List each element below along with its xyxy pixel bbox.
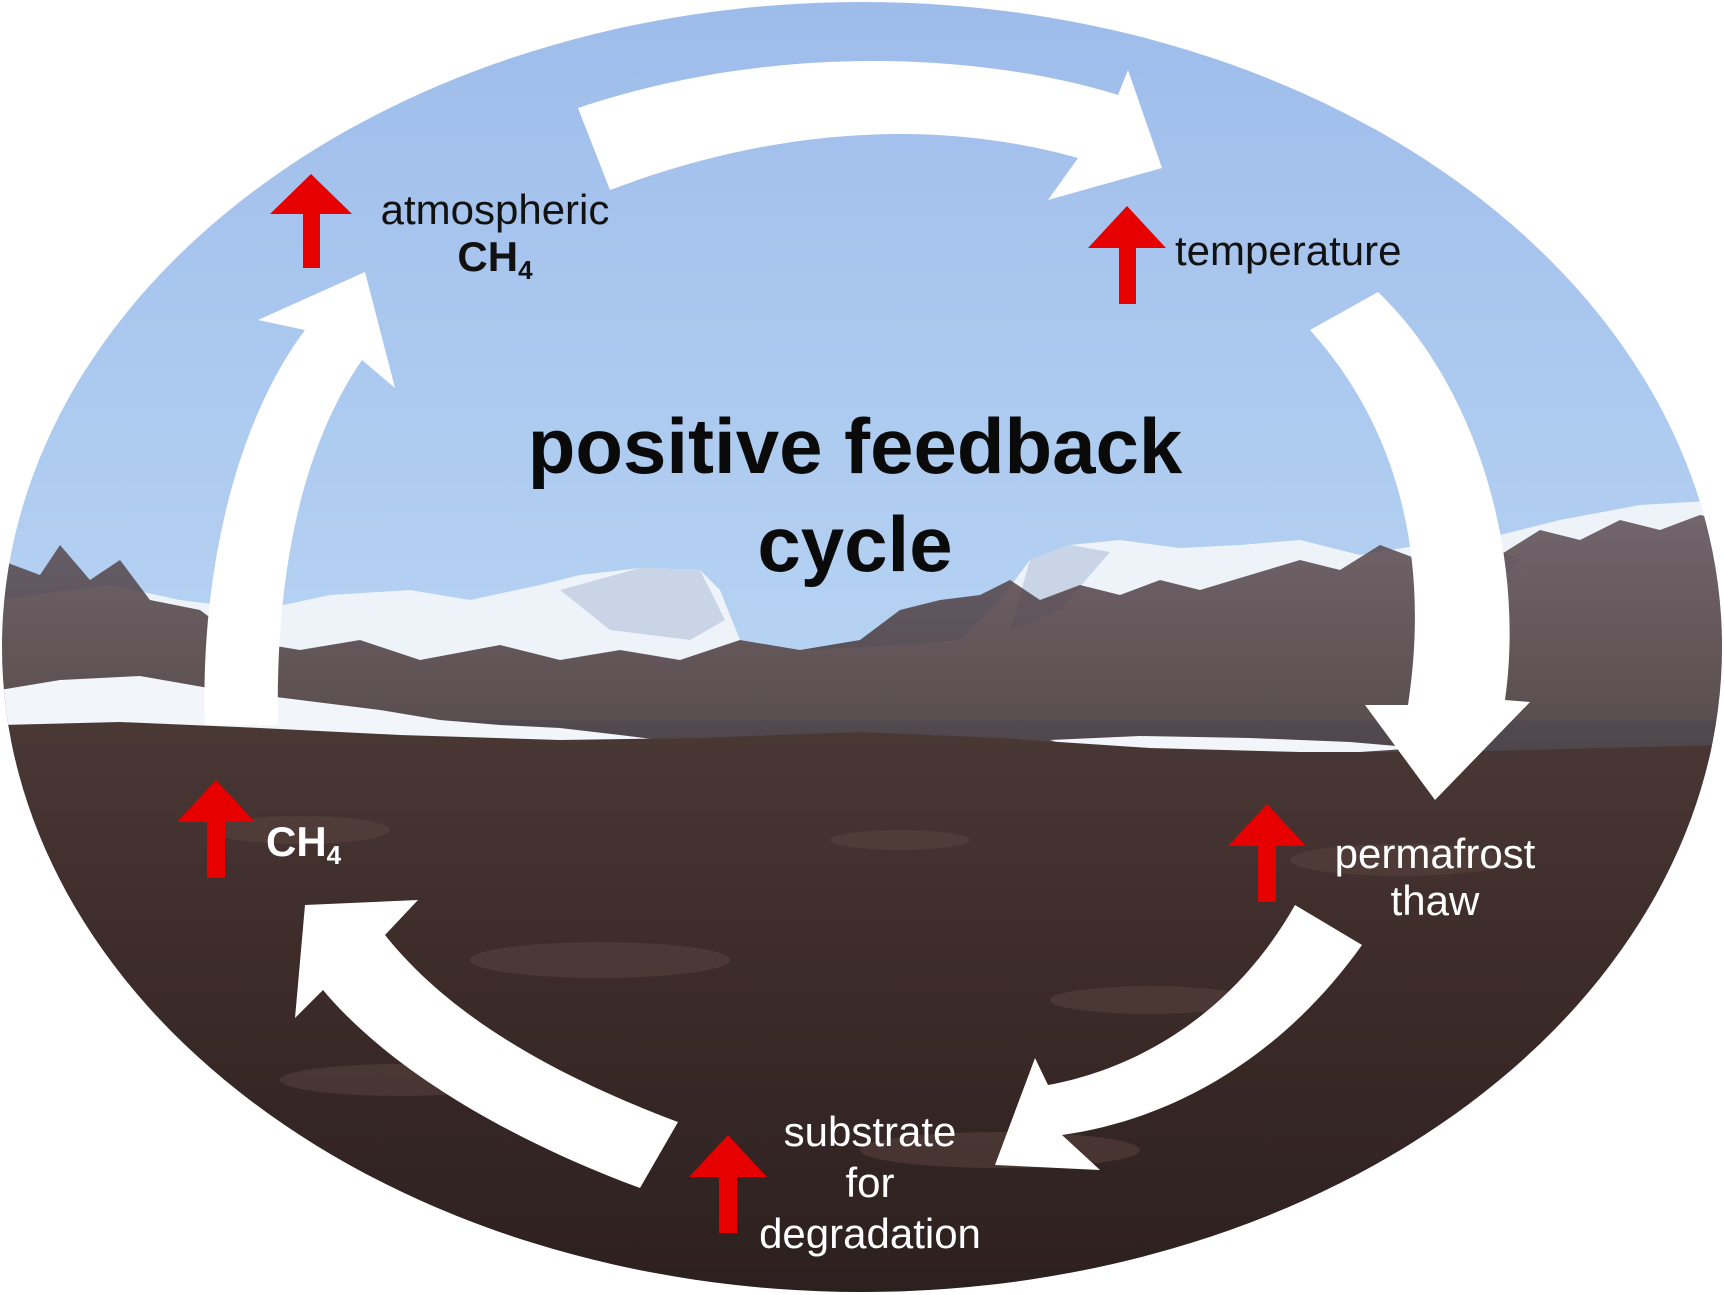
node-permafrost-thaw: permafrost thaw	[1310, 830, 1560, 924]
curved-arrow-icon	[295, 900, 678, 1188]
up-arrow-icon	[1228, 804, 1306, 902]
ground-texture	[210, 816, 1510, 1168]
diagram-title: positive feedback cycle	[400, 398, 1310, 593]
formula-subscript: 4	[326, 839, 342, 870]
formula-ch: CH	[266, 818, 327, 865]
title-line-1: positive feedback	[527, 402, 1183, 490]
mountain-shadows	[560, 540, 1520, 640]
node-ch4: CH4	[266, 818, 341, 869]
up-arrow-icon	[689, 1135, 767, 1233]
cycle-arrows	[204, 60, 1530, 1188]
node-atmospheric-label: atmospheric	[380, 186, 610, 233]
up-arrow-icon	[177, 780, 255, 878]
node-atmospheric-formula: CH4	[355, 233, 635, 284]
tree-line	[2, 515, 1722, 760]
tundra-ground	[2, 722, 1722, 1292]
formula-subscript: 4	[518, 254, 533, 285]
up-arrow-icon	[270, 174, 352, 268]
curved-arrow-icon	[204, 272, 395, 725]
node-temperature: temperature	[1175, 227, 1401, 274]
formula-ch: CH	[457, 233, 519, 281]
node-temperature-label: temperature	[1175, 227, 1402, 274]
node-substrate: substrate for degradation	[720, 1106, 1020, 1260]
node-permafrost-line-2: thaw	[1390, 877, 1480, 925]
up-arrow-icon	[1088, 206, 1166, 304]
node-permafrost-line-1: permafrost	[1334, 830, 1536, 877]
title-line-2: cycle	[757, 499, 953, 588]
increase-arrows	[177, 174, 1306, 1233]
node-substrate-line-3: degradation	[759, 1210, 981, 1258]
curved-arrow-icon	[578, 60, 1162, 200]
curved-arrow-icon	[995, 905, 1362, 1170]
node-substrate-line-2: for	[845, 1159, 895, 1207]
node-atmospheric-ch4: atmospheric CH4	[355, 186, 635, 284]
node-substrate-line-1: substrate	[783, 1108, 957, 1155]
curved-arrow-icon	[1310, 292, 1530, 800]
